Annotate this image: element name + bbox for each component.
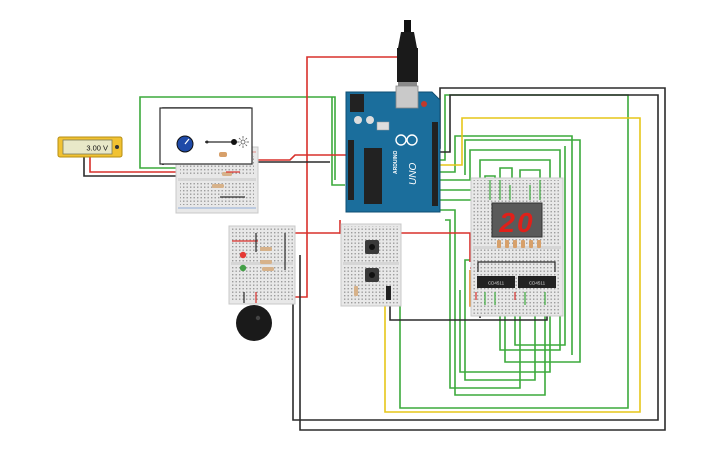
probe-jack-icon: [115, 145, 119, 149]
multimeter[interactable]: 3.00 V: [57, 136, 123, 158]
wire-green[interactable]: [445, 219, 521, 389]
photoresistor-icon[interactable]: [231, 139, 237, 145]
seven-segment-display[interactable]: 20: [491, 202, 543, 238]
arduino-logo-icon: [395, 134, 418, 146]
breadboard-right[interactable]: 20 CD4511 CD4511: [470, 177, 564, 317]
wire-black[interactable]: [258, 94, 659, 421]
display-digits: 20: [498, 207, 534, 238]
ic-decoder-2[interactable]: CD4511: [518, 276, 556, 288]
led-green[interactable]: [239, 264, 247, 272]
slide-switch[interactable]: [386, 286, 391, 300]
wire-green[interactable]: [331, 97, 345, 186]
wire-green[interactable]: [464, 139, 581, 363]
power-header: [348, 140, 354, 200]
breadboard-small-bottom-left[interactable]: [228, 225, 296, 305]
arduino-uno[interactable]: ARDUINO UNO: [345, 20, 441, 213]
arduino-model-label: UNO: [408, 163, 419, 185]
digital-header: [432, 122, 438, 206]
ic-decoder-1[interactable]: CD4511: [477, 276, 515, 288]
reset-button[interactable]: [421, 101, 427, 107]
wire-green[interactable]: [139, 96, 336, 180]
multimeter-reading: 3.00 V: [86, 144, 108, 153]
usb-port: [395, 85, 419, 109]
resistor-array: [497, 240, 541, 248]
usb-cable[interactable]: [404, 20, 411, 32]
ldr-element: [219, 152, 227, 157]
sensor-area: [159, 107, 253, 165]
arduino-brand-label: ARDUINO: [393, 151, 399, 174]
atmega-chip: [364, 148, 382, 204]
ic-label: CD4511: [488, 281, 505, 286]
ic-label: CD4511: [529, 281, 546, 286]
resistor[interactable]: [222, 172, 232, 176]
wire-green[interactable]: [430, 135, 573, 355]
multimeter-screen: [62, 139, 113, 155]
wire-green[interactable]: [514, 146, 566, 346]
light-source-icon: [237, 136, 249, 148]
piezo-buzzer[interactable]: [236, 292, 272, 341]
led-red[interactable]: [239, 251, 247, 259]
resistor[interactable]: [354, 286, 358, 296]
wire-green[interactable]: [430, 149, 561, 351]
power-jack: [350, 94, 364, 112]
board-jumpers: [475, 180, 556, 305]
resistor[interactable]: [262, 267, 274, 271]
breadboard-small-middle[interactable]: [340, 223, 402, 307]
wire-yellow[interactable]: [384, 117, 641, 413]
resistor[interactable]: [212, 184, 224, 188]
wire-red[interactable]: [240, 154, 347, 161]
wire-green[interactable]: [464, 259, 536, 381]
resistor[interactable]: [260, 260, 272, 264]
wire-green[interactable]: [440, 209, 546, 396]
wire-red[interactable]: [240, 232, 471, 262]
resistor[interactable]: [260, 247, 272, 251]
